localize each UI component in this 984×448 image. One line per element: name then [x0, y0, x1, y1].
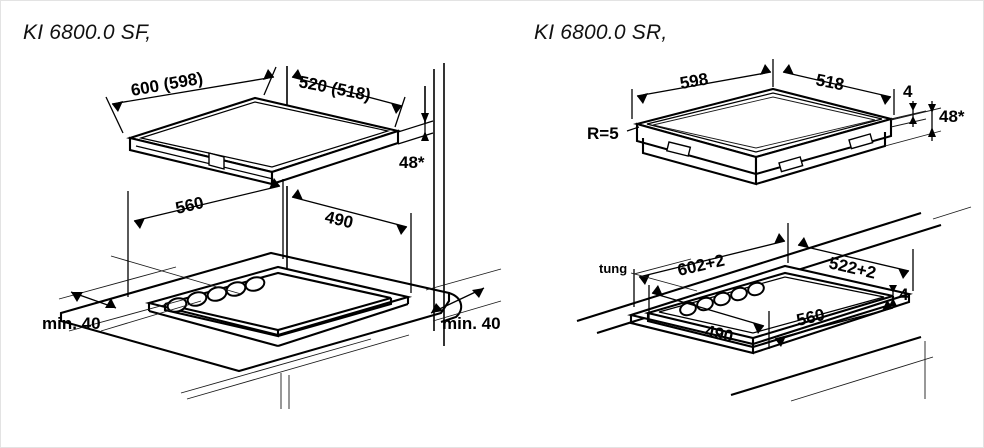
right-hob-body — [632, 87, 896, 186]
left-drawing-svg: 600 (598) 520 (518) 48* — [42, 63, 502, 409]
burner-knob-holes — [166, 276, 266, 313]
dim-label-490: 490 — [323, 207, 355, 232]
annotation-ventilation-leader: tung — [599, 258, 698, 292]
left-hob-body — [126, 96, 402, 186]
panel-left-title: KI 6800.0 SF, — [23, 21, 152, 44]
panel-left: KI 6800.0 SF, — [1, 1, 502, 447]
dim-560-right: 560 — [768, 300, 894, 349]
mounting-clips — [665, 133, 874, 173]
dim-label-48-star-right: 48* — [939, 107, 965, 126]
dim-label-518: 518 — [814, 70, 845, 94]
left-worktop — [59, 251, 463, 409]
dim-518: 518 — [782, 64, 895, 115]
right-worktop — [576, 206, 972, 402]
dim-48-star-right: 48* — [884, 101, 965, 147]
dim-label-48-star: 48* — [399, 153, 425, 172]
right-drawing-svg: 598 518 4 — [576, 59, 972, 402]
dim-label-r5: R=5 — [587, 124, 619, 143]
annotation-label-tung: tung — [599, 261, 627, 276]
dim-label-min-40-left: min. 40 — [42, 314, 101, 333]
dim-min-40-right: min. 40 — [425, 268, 502, 333]
dim-label-560: 560 — [174, 193, 206, 218]
panel-right-title: KI 6800.0 SR, — [534, 21, 668, 44]
dim-48-star: 48* — [397, 113, 434, 172]
panel-right: KI 6800.0 SR, — [501, 1, 983, 447]
dim-label-4-rim: 4 — [903, 82, 913, 101]
dim-label-598: 598 — [678, 69, 709, 93]
dim-label-520-518: 520 (518) — [297, 72, 372, 105]
dim-4-rim: 4 — [890, 82, 927, 128]
label-r5: R=5 — [587, 124, 640, 143]
dim-label-min-40-right: min. 40 — [442, 314, 501, 333]
dim-min-40-left: min. 40 — [42, 266, 187, 333]
dim-598: 598 — [631, 59, 774, 119]
dim-4-cutout: 4 — [889, 285, 909, 307]
dim-label-4-cutout: 4 — [899, 285, 909, 304]
